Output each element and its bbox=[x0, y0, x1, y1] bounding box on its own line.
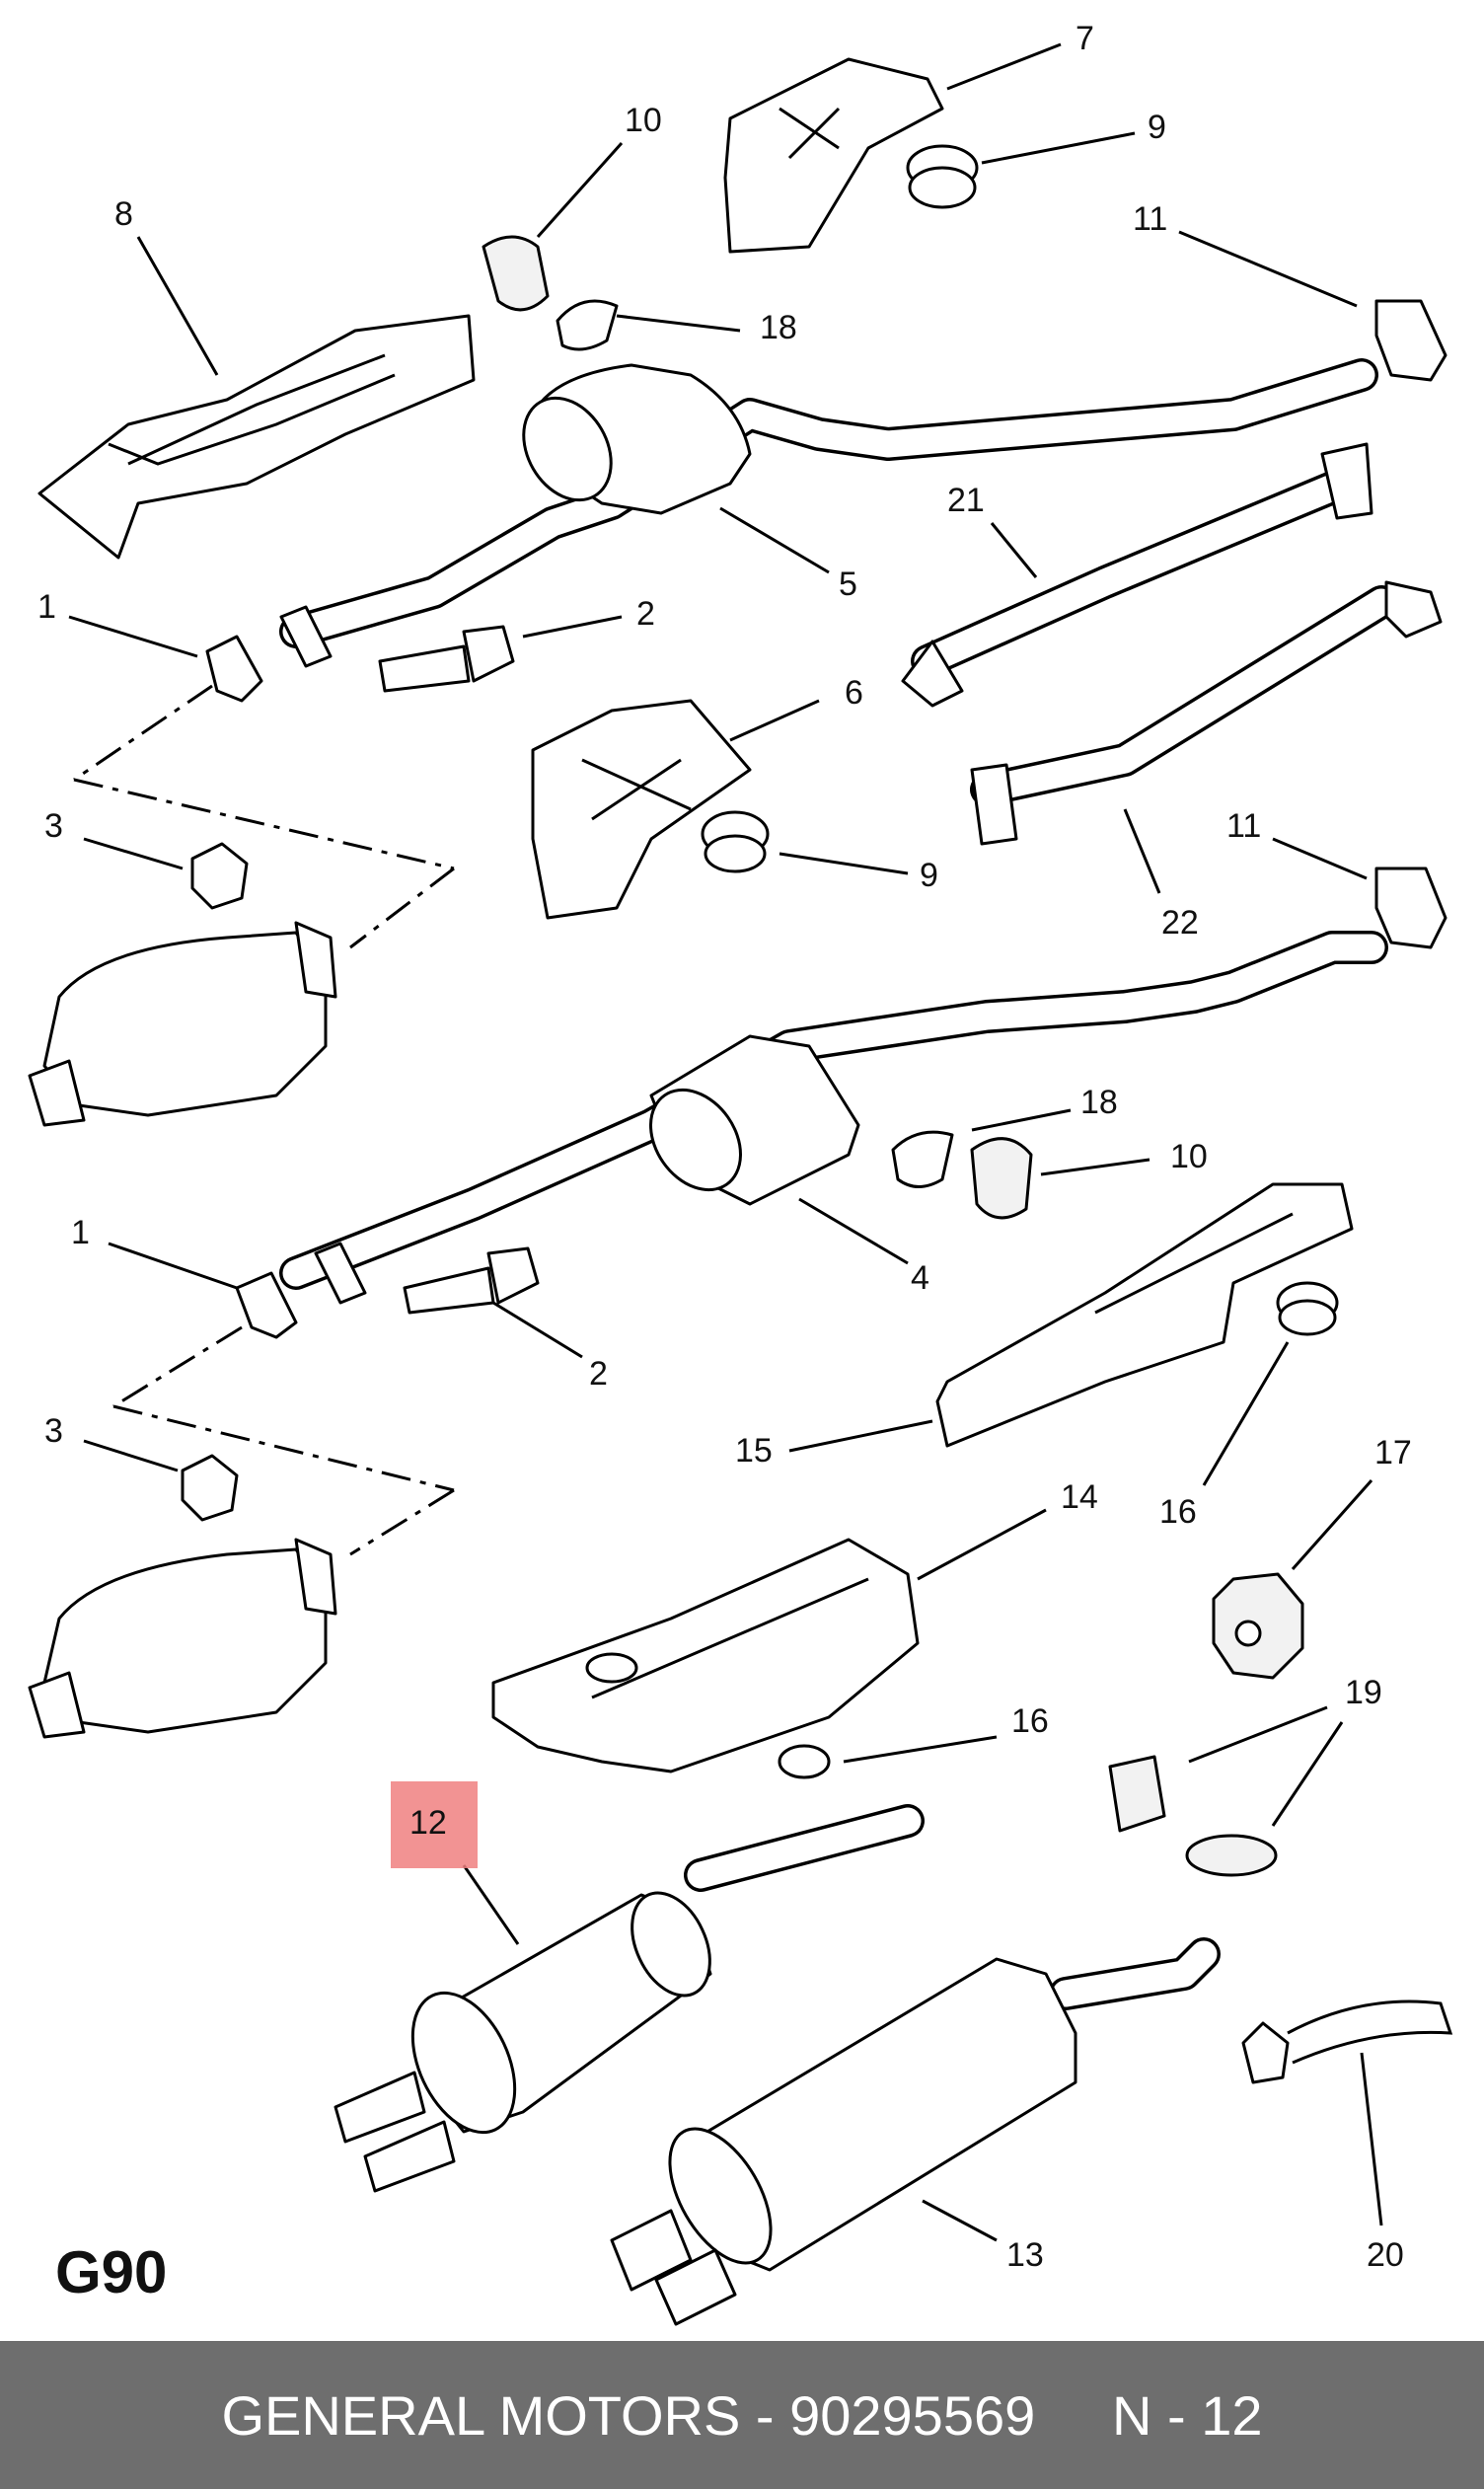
footer-text: GENERAL MOTORS - 90295569 N - 12 bbox=[221, 2383, 1263, 2447]
clamp-11-top bbox=[1374, 299, 1447, 382]
heat-shield-8 bbox=[37, 314, 476, 560]
heat-shield-14 bbox=[491, 1538, 920, 1773]
clamp-11-middle bbox=[1374, 867, 1447, 949]
callout-17: 17 bbox=[1374, 1434, 1412, 1471]
rear-muffler-13 bbox=[610, 1937, 1221, 2326]
callout-10-middle: 10 bbox=[1170, 1138, 1208, 1175]
clip-18-middle bbox=[891, 1130, 954, 1188]
bracket-6 bbox=[531, 699, 752, 920]
rubber-mount-10-top bbox=[482, 235, 550, 312]
callout-9-top: 9 bbox=[1148, 109, 1166, 146]
callout-10-top: 10 bbox=[625, 102, 662, 139]
bolt-2-middle bbox=[403, 1246, 540, 1315]
callout-12: 12 bbox=[409, 1804, 447, 1842]
nut-3-middle bbox=[181, 1454, 239, 1522]
footer-bar: GENERAL MOTORS - 90295569 N - 12 bbox=[0, 2341, 1484, 2489]
nut-9-top bbox=[906, 144, 979, 209]
callout-16-center: 16 bbox=[1011, 1702, 1049, 1740]
callout-2-middle: 2 bbox=[589, 1355, 608, 1393]
flex-pipe-21 bbox=[901, 442, 1373, 708]
highlight-callout-box bbox=[391, 1781, 478, 1868]
callout-11-top: 11 bbox=[1133, 200, 1168, 238]
callout-2-top: 2 bbox=[636, 595, 655, 633]
clip-18-top bbox=[556, 299, 619, 351]
callout-16-right: 16 bbox=[1159, 1493, 1197, 1531]
flange-1-middle bbox=[235, 1242, 367, 1339]
callout-1-top: 1 bbox=[37, 588, 56, 626]
callout-15: 15 bbox=[735, 1432, 773, 1470]
rubber-mounts-19 bbox=[1108, 1755, 1278, 1877]
callout-18-top: 18 bbox=[760, 309, 797, 346]
callout-13: 13 bbox=[1006, 2236, 1044, 2274]
nut-16-center bbox=[778, 1744, 831, 1779]
catalytic-converter-bottom bbox=[28, 1538, 337, 1739]
callout-4: 4 bbox=[911, 1259, 929, 1297]
bracket-7 bbox=[723, 57, 944, 254]
leader-lines bbox=[68, 42, 1383, 2242]
flange-1-top bbox=[205, 605, 333, 703]
exhaust-parts-diagram: 7 9 10 11 8 18 21 5 1 2 6 3 9 11 22 18 1… bbox=[28, 20, 1453, 2326]
callout-20: 20 bbox=[1367, 2236, 1404, 2274]
hanger-20 bbox=[1241, 1999, 1453, 2084]
callout-19: 19 bbox=[1345, 1674, 1382, 1711]
callout-8: 8 bbox=[114, 195, 133, 233]
heat-shield-15 bbox=[935, 1182, 1354, 1448]
callout-14: 14 bbox=[1061, 1478, 1098, 1516]
diagram-code: G90 bbox=[55, 2239, 168, 2305]
center-pipe-4 bbox=[279, 931, 1388, 1290]
callout-3-middle: 3 bbox=[44, 1412, 63, 1450]
rubber-mount-10-middle bbox=[970, 1137, 1033, 1220]
callout-9-middle: 9 bbox=[920, 857, 938, 894]
callout-5: 5 bbox=[839, 566, 857, 603]
nut-9-middle bbox=[701, 810, 770, 873]
front-pipe-5 bbox=[279, 358, 1378, 648]
callout-11-middle: 11 bbox=[1226, 807, 1262, 845]
bolt-2-top bbox=[378, 625, 515, 693]
callout-6: 6 bbox=[845, 674, 863, 712]
exhaust-line-art bbox=[28, 42, 1453, 2326]
damper-17 bbox=[1212, 1572, 1304, 1680]
flex-pipe-22 bbox=[970, 580, 1443, 846]
callout-18-middle: 18 bbox=[1080, 1084, 1118, 1121]
callout-7: 7 bbox=[1076, 20, 1094, 57]
front-muffler-12 bbox=[334, 1804, 925, 2193]
callout-22: 22 bbox=[1161, 904, 1199, 942]
nut-16-right bbox=[1276, 1281, 1339, 1336]
catalytic-converter-top bbox=[28, 921, 337, 1127]
dash-lines bbox=[73, 684, 455, 1556]
callout-3-top: 3 bbox=[44, 807, 63, 845]
callout-1-middle: 1 bbox=[71, 1214, 90, 1251]
callout-21: 21 bbox=[947, 482, 985, 519]
nut-3-top bbox=[190, 842, 249, 910]
